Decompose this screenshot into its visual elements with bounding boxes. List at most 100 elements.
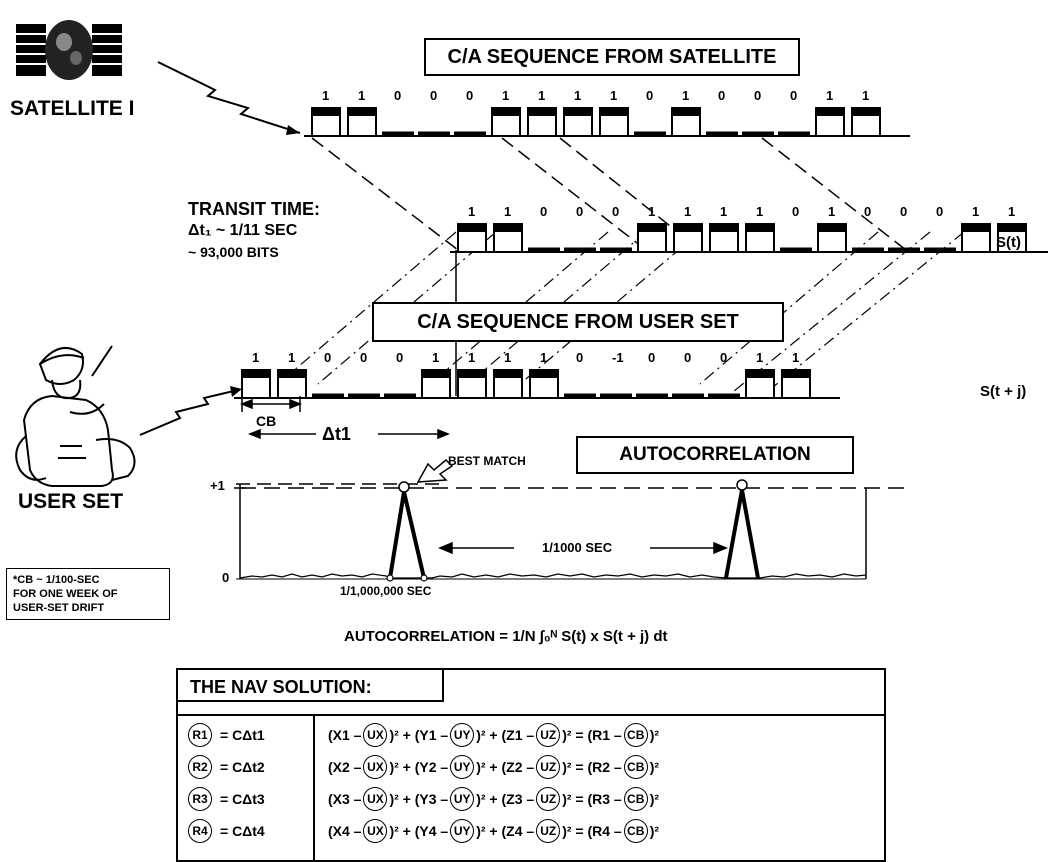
nav-equation-row: (X1 –UX)² + (Y1 –UY)² + (Z1 –UZ)² = (R1 … [328,720,878,750]
rcv-bit-14: 1 [972,204,979,219]
uz-circle: UZ [536,755,560,779]
usr-bit-12: 0 [684,350,691,365]
nav-equation-row: (X2 –UX)² + (Y2 –UY)² + (Z2 –UZ)² = (R2 … [328,752,878,782]
cb-circle: CB [624,787,648,811]
second-peak-marker [737,480,747,490]
eq-x-term: (X4 – [328,823,361,839]
eq-r-term: )² = (R2 – [562,759,622,775]
user-set-label: USER SET [18,490,123,514]
autocorrelation-plot [234,460,910,581]
uy-circle: UY [450,755,474,779]
sat-bit-5: 1 [502,88,509,103]
user-signal-arrowhead [230,386,242,397]
rcv-bit-12: 0 [900,204,907,219]
cb-circle: CB [624,755,648,779]
usr-bit-1: 1 [288,350,295,365]
eq-end-term: )² [650,727,659,743]
best-match-peak [390,492,424,578]
sat-bit-6: 1 [538,88,545,103]
cb-circle: CB [624,723,648,747]
usr-bit-9: 0 [576,350,583,365]
sat-pulse-top-1 [348,108,376,116]
range-definition: = CΔt3 [220,791,265,807]
received-bit-labels: 1100011110100011 [468,204,1015,219]
cb-circle: CB [624,819,648,843]
ux-circle: UX [363,755,387,779]
eq-r-term: )² = (R1 – [562,727,622,743]
satellite-label: SATELLITE I [10,97,134,121]
rcv-bit-6: 1 [684,204,691,219]
usr-pulse-top-0 [242,370,270,378]
rcv-pulse-top-8 [746,224,774,232]
sat-pulse-top-7 [564,108,592,116]
nav-column-divider [313,714,315,860]
nav-solution-panel: THE NAV SOLUTION: R1= CΔt1(X1 –UX)² + (Y… [176,668,886,862]
chip-left-marker [387,575,393,581]
drift-note-line-1: *CB ~ 1/100-SEC [13,573,163,587]
period-label: 1/1000 SEC [542,540,612,555]
sat-bit-15: 1 [862,88,869,103]
rcv-bit-10: 1 [828,204,835,219]
nav-header-divider [178,714,884,716]
y-axis-zero: 0 [222,570,229,585]
eq-z-term: )² + (Z1 – [476,727,534,743]
sat-bit-10: 1 [682,88,689,103]
uy-circle: UY [450,819,474,843]
usr-pulse-top-6 [458,370,486,378]
delta-t-label: Δt1 [322,424,351,444]
sat-pulse-top-5 [492,108,520,116]
transit-bits-label: ~ 93,000 BITS [188,244,279,260]
sat-pulse-top-6 [528,108,556,116]
eq-y-term: )² + (Y3 – [389,791,448,807]
sat-bit-1: 1 [358,88,365,103]
satellite-signal-bolt [158,62,300,133]
sat-pulse-top-10 [672,108,700,116]
usr-bit-4: 0 [396,350,403,365]
nav-solution-title: THE NAV SOLUTION: [176,668,444,702]
eq-z-term: )² + (Z3 – [476,791,534,807]
nav-equation-row: (X3 –UX)² + (Y3 –UY)² + (Z3 –UZ)² = (R3 … [328,784,878,814]
eq-end-term: )² [650,823,659,839]
nav-range-row: R3= CΔt3 [186,784,312,814]
uy-circle: UY [450,787,474,811]
user-signal-bolt [140,390,238,435]
eq-z-term: )² + (Z2 – [476,759,534,775]
sat-bit-13: 0 [790,88,797,103]
ux-circle: UX [363,787,387,811]
eq-y-term: )² + (Y1 – [389,727,448,743]
usr-pulse-top-5 [422,370,450,378]
usr-bit-6: 1 [468,350,475,365]
nav-range-row: R4= CΔt4 [186,816,312,846]
range-definition: = CΔt1 [220,727,265,743]
sat-bit-14: 1 [826,88,833,103]
rcv-bit-15: 1 [1008,204,1015,219]
usr-pulse-top-1 [278,370,306,378]
eq-y-term: )² + (Y4 – [389,823,448,839]
autocorrelation-title: AUTOCORRELATION [576,436,854,474]
usr-pulse-top-14 [746,370,774,378]
rcv-pulse-top-0 [458,224,486,232]
usr-bit-10: -1 [612,350,624,365]
usr-bit-2: 0 [324,350,331,365]
usr-bit-13: 0 [720,350,727,365]
rcv-bit-13: 0 [936,204,943,219]
second-peak [726,490,758,578]
chip-right-marker [421,575,427,581]
received-waveform [450,224,1048,252]
rcv-pulse-top-6 [674,224,702,232]
sat-bit-12: 0 [754,88,761,103]
usr-bit-15: 1 [792,350,799,365]
rcv-pulse-top-14 [962,224,990,232]
rcv-bit-9: 0 [792,204,799,219]
eq-x-term: (X3 – [328,791,361,807]
eq-x-term: (X1 – [328,727,361,743]
usr-bit-11: 0 [648,350,655,365]
sat-pulse-top-8 [600,108,628,116]
uz-circle: UZ [536,723,560,747]
autocorrelation-noise-curve [240,574,866,578]
transit-time-label: TRANSIT TIME: [188,199,320,220]
rcv-pulse-top-15 [998,224,1026,232]
usr-bit-14: 1 [756,350,763,365]
y-axis-plus-one: +1 [210,478,225,493]
best-match-arrow-outline [418,460,452,482]
